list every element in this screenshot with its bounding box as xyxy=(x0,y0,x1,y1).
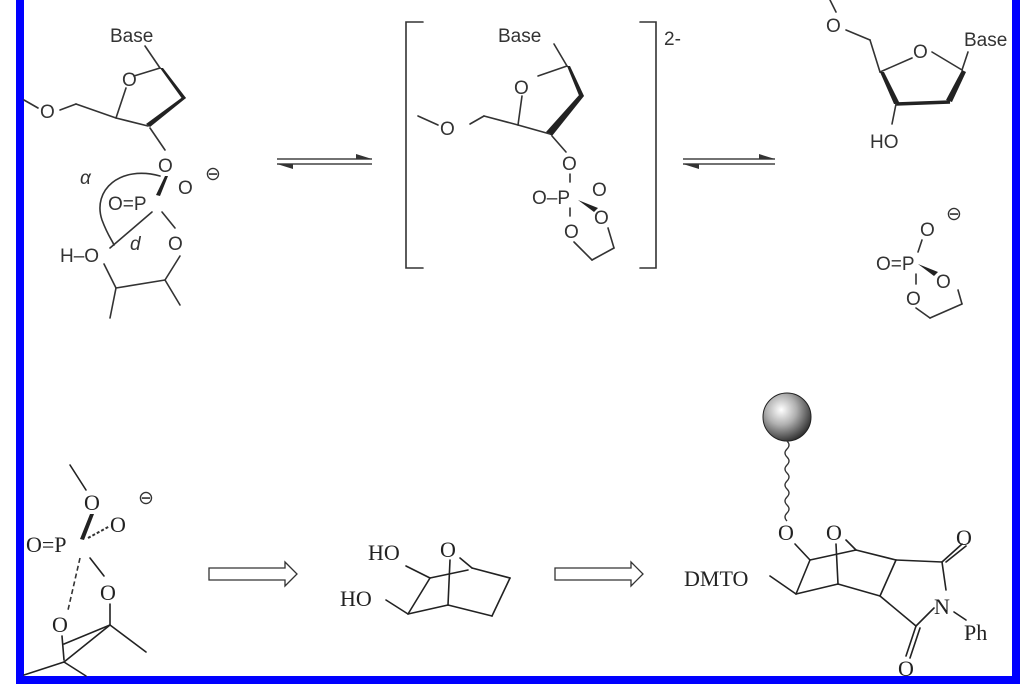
ring-oxygen-intermediate: O xyxy=(514,78,529,99)
right-border xyxy=(1012,0,1020,684)
ring-oxygen-1: O xyxy=(594,208,609,229)
imide-nitrogen: N xyxy=(934,594,950,619)
alpha-angle-label: α xyxy=(80,168,92,189)
equilibrium-arrow-2 xyxy=(683,154,775,169)
retrosynthetic-arrow-1 xyxy=(208,560,298,588)
dmto-label: DMTO xyxy=(684,566,748,591)
distance-d-label: d xyxy=(130,234,142,255)
reactant-nucleotide: Base O O O O=P O ⊖ α d xyxy=(23,26,221,319)
negative-charge-icon-2: ⊖ xyxy=(946,204,962,225)
ring-oxygen-left-ts: O xyxy=(52,612,68,637)
ring-oxygen-right-ts: O xyxy=(100,580,116,605)
ring-oxygen-cyclic-2: O xyxy=(906,289,921,310)
bridge-oxygen: O xyxy=(440,537,456,562)
hydroxyl-1: HO xyxy=(368,540,400,565)
ring-oxygen: O xyxy=(122,70,137,91)
left-border xyxy=(16,0,24,684)
oxygen-top-cyclic: O xyxy=(920,220,935,241)
oxanorbornane-diol: HO HO O xyxy=(340,537,511,617)
p-center-label: O–P xyxy=(532,188,570,209)
o5-oxygen-intermediate: O xyxy=(440,119,455,140)
phosphoryl-label: O=P xyxy=(108,194,147,215)
ring-oxygen-product: O xyxy=(913,42,928,63)
o5-oxygen: O xyxy=(40,102,55,123)
charge-2-minus: 2- xyxy=(664,29,681,50)
oxygen-right-intermediate: O xyxy=(592,180,607,201)
base-label-product: Base xyxy=(964,30,1007,51)
o3-oxygen-intermediate: O xyxy=(562,154,577,175)
solid-support-conjugate: O O DMTO O N Ph O xyxy=(684,392,987,681)
wavy-linker xyxy=(784,440,790,522)
negative-charge-icon-3: ⊖ xyxy=(138,488,154,509)
p-center-cyclic: O=P xyxy=(876,254,915,275)
p-center-ts: O=P xyxy=(26,532,67,557)
anionic-oxygen: O xyxy=(178,178,193,199)
linker-oxygen: O xyxy=(778,520,794,545)
pentacoordinate-intermediate: 2- Base O O O O–P O O O xyxy=(405,21,681,269)
carbonyl-oxygen-top: O xyxy=(956,525,972,550)
equilibrium-arrow-1 xyxy=(277,154,372,169)
oxygen-right-ts: O xyxy=(110,512,126,537)
cyclic-phosphate: O ⊖ O=P O O xyxy=(876,204,963,319)
ring-oxygen-cyclic-1: O xyxy=(936,272,951,293)
negative-charge-icon: ⊖ xyxy=(205,164,221,185)
hydroxyl-product: HO xyxy=(870,132,899,153)
solid-support-sphere-icon xyxy=(762,392,812,442)
bridge-oxygen-2: O xyxy=(826,520,842,545)
hydroxyl-label: H–O xyxy=(60,246,99,267)
bottom-border xyxy=(16,676,1020,684)
o3-oxygen: O xyxy=(158,156,173,177)
ring-oxygen-2: O xyxy=(564,222,579,243)
hydroxyl-2: HO xyxy=(340,586,372,611)
base-label: Base xyxy=(110,26,153,47)
phenyl-label: Ph xyxy=(964,620,987,645)
product-nucleoside: O O Base HO xyxy=(826,0,1007,153)
base-label-intermediate: Base xyxy=(498,26,541,47)
ring-oxygen-right: O xyxy=(168,234,183,255)
carbonyl-oxygen-bottom: O xyxy=(898,656,914,681)
transition-state-model: O ⊖ O=P O O O xyxy=(23,464,154,677)
retrosynthetic-arrow-2 xyxy=(554,560,644,588)
oxygen-top-ts: O xyxy=(84,490,100,515)
o5-oxygen-product: O xyxy=(826,16,841,37)
